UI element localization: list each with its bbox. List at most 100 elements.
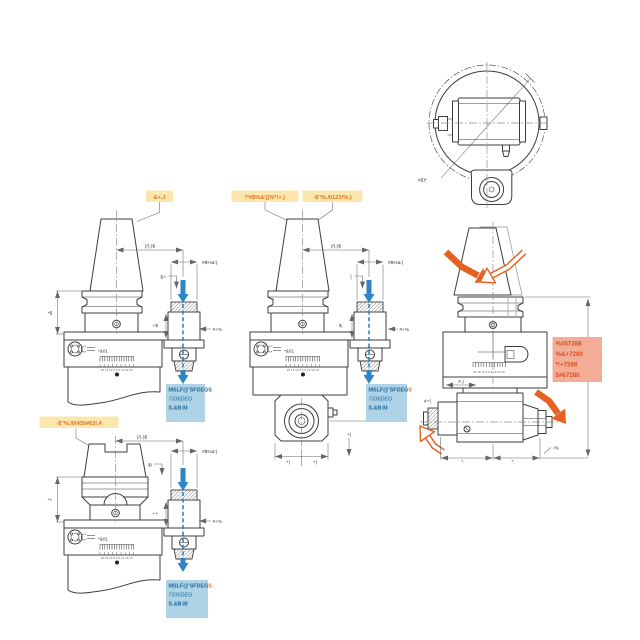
note-line3: S.&B:M [169, 602, 189, 608]
swivel-arrow-top-outline [479, 249, 527, 284]
note-line2: 7336DEG [369, 397, 393, 403]
dimensions-view3: (/)-)$ #$%&'( $! *+ ++ #+% [48, 435, 223, 526]
spindle-housing [167, 311, 201, 341]
dim-gauge: ( [350, 275, 352, 281]
v-flange [267, 290, 329, 314]
note-line1: MSLF@'SFDEGS [369, 388, 413, 394]
dim-gauge-length: (/)-)$ [145, 244, 156, 250]
lower-block [67, 554, 161, 594]
left-cap [437, 401, 458, 436]
view-swivel: 20 15 10 5 0 5 10 15 20 [419, 222, 602, 465]
callout-taper-type: &+.J [136, 190, 173, 222]
note-line2: 7336DEG [169, 593, 193, 599]
drive-screw [463, 425, 471, 433]
cylinder-body [457, 97, 521, 146]
dimensions-view4: #.) #+( /% *. *; [424, 296, 591, 465]
left-end-cap [438, 116, 448, 131]
body-marking: *&01 [98, 349, 108, 354]
swivel-arrow-bottom-solid [534, 389, 566, 424]
callout-label: !*#$%&'()%*!+.) [245, 195, 285, 201]
note-line1: MSLF@'SFDEGS [169, 584, 213, 590]
dim-bottom-left: *. [461, 459, 464, 465]
dim-head-right: +) [313, 460, 318, 466]
dim-collet: #+% [400, 327, 410, 333]
note-line2: 7336DEG [169, 397, 193, 403]
taper-cone [453, 227, 512, 296]
note-line1: MSLF@'SFDEGS [169, 388, 213, 394]
dim-collet: #+% [213, 327, 223, 333]
dimensions-view1: (/)-)$ #$%&'( $+ *$ +$ #+% [48, 244, 223, 338]
warn-line4: 5#67280 [556, 372, 581, 379]
wrench-icon [81, 345, 95, 353]
v-flange [457, 296, 524, 318]
swivel-body [442, 331, 548, 378]
clamp-nut [170, 301, 198, 313]
warn-line3: *!+7288 [556, 362, 578, 369]
note-line3: S.&B:M [169, 406, 189, 412]
note-line3: S.&B:M [369, 406, 389, 412]
insert-arrow-top [177, 280, 189, 303]
dim-height: *$ [48, 311, 53, 317]
dim-housing: $, [339, 323, 343, 329]
collet-nut [173, 360, 195, 372]
hsk-shank [83, 443, 147, 478]
dim-taper: /% [554, 446, 560, 452]
vernier-scale: 20 15 10 5 0 5 10 15 20 [472, 362, 506, 374]
v-flange [81, 290, 143, 314]
neck [270, 312, 325, 333]
insert-arrow-bottom [177, 370, 189, 384]
view-front-taper: *&01 20 15 10 5 0 5 10 15 20 (/)-)$ #$%&… [48, 190, 223, 422]
dim-gauge: $! [148, 463, 152, 469]
callout-label: &+.J [154, 195, 166, 201]
scale-numbers: 20 15 10 5 0 5 10 15 20 [473, 370, 505, 374]
dim-gauge-length: (/)-)$ [137, 435, 148, 441]
dim-bottom-right: *; [511, 459, 514, 465]
callout-label: -$"%./0/435#63!.4 [56, 421, 102, 427]
callout-left: !*#$%&'()%*!+.) [231, 190, 299, 221]
dim-head-left: +) [286, 460, 291, 466]
warn-line2: %&+7280 [556, 351, 584, 358]
dim-gauge-length: (/)-)$ [331, 244, 342, 250]
index-dot [115, 372, 119, 377]
dim-spindle-dia: #$%&'( [388, 260, 404, 266]
note-box-view2: MSLF@'SFDEGS 7336DEG S.&B:M [366, 384, 412, 422]
note-box-view1: MSLF@'SFDEGS 7336DEG S.&B:M [166, 384, 212, 422]
dim-spindle-dia: #$%&'( [202, 449, 218, 455]
callout-hsk-type: -$"%./0/435#63!.4 [39, 416, 119, 446]
collet-taper [522, 403, 539, 441]
leader-line [440, 78, 531, 179]
spindle-block [456, 392, 524, 443]
spindle-unit-horizontal [423, 387, 553, 443]
warn-line1: %#67288 [556, 341, 583, 348]
angle-head [274, 394, 338, 442]
main-body [63, 339, 163, 368]
section-tick [525, 73, 535, 83]
neck [84, 312, 139, 333]
callout-label: -$"%./0123!%.) [313, 195, 352, 201]
clamp-window [504, 346, 529, 363]
dim-housing: +$ [153, 323, 159, 329]
dim-housing: ++ [152, 512, 158, 517]
dim-cap: #+( [424, 399, 431, 405]
vernier-scale: 20 15 10 5 0 5 10 15 20 [99, 356, 134, 372]
swivel-arrow-bottom-outline [419, 425, 445, 455]
nub [502, 144, 510, 152]
dim-body: #.) [458, 379, 464, 385]
view-top: #$)* [418, 62, 548, 208]
lower-block [67, 366, 161, 406]
dim-collet: #+% [213, 519, 223, 525]
dim-height: *+ [48, 498, 53, 504]
note-box-view3: MSLF@'SFDEGS 7336DEG S.&B:M [166, 580, 212, 618]
dim-spindle-dia: #$%&'( [202, 260, 218, 266]
top-view-label: #$)* [418, 178, 427, 184]
dim-gauge: $+ [161, 275, 167, 281]
view-front-angle-head: (/)-)$ #$%&'( ( $, #+% +) +) +% +) [231, 190, 412, 466]
dim-head-side: +) [347, 432, 352, 438]
view-front-hsk: (/)-)$ #$%&'( $! *+ ++ #+% -$"%./0/435#6… [39, 416, 223, 618]
side-port [327, 407, 334, 418]
brand-logo [67, 341, 83, 357]
warning-box: %#67288 %&+7280 *!+7288 5#67280 [552, 337, 602, 382]
holder-body-unit: *&01 20 15 10 5 0 5 10 15 20 [63, 280, 205, 384]
